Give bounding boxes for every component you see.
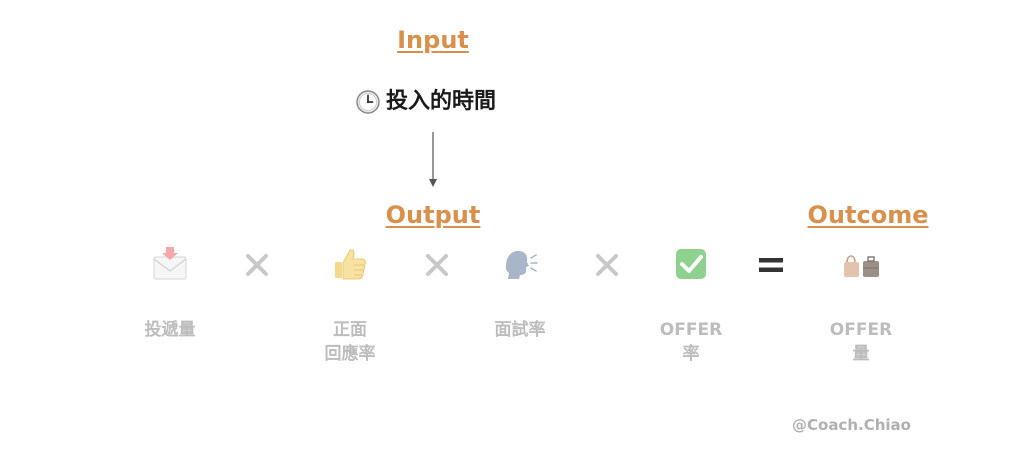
equals-icon xyxy=(759,258,783,272)
inbox-envelope-icon xyxy=(153,247,187,280)
metric-interview-rate: 面試率 xyxy=(460,244,580,342)
metric-label-line: 面試率 xyxy=(494,320,546,340)
metric-label: OFFER 率 xyxy=(660,318,722,366)
input-time: 投入的時間 xyxy=(356,90,496,114)
input-time-label: 投入的時間 xyxy=(386,89,497,114)
check-mark-icon xyxy=(676,249,706,279)
metric-label: 投遞量 xyxy=(145,318,196,342)
speaking-head-icon xyxy=(506,250,538,279)
metric-positive-response-rate: 正面 回應率 xyxy=(290,244,410,366)
metric-submissions: 投遞量 xyxy=(110,244,230,342)
output-heading: Output xyxy=(385,201,481,229)
input-heading: Input xyxy=(397,26,469,54)
multiply-icon xyxy=(426,254,448,276)
thumbs-up-icon xyxy=(335,249,366,280)
metric-offer-count: OFFER 量 xyxy=(801,244,921,366)
multiply-icon xyxy=(246,254,268,276)
metric-label: 正面 回應率 xyxy=(325,318,376,366)
multiply-icon xyxy=(596,254,618,276)
metric-label-line: OFFER xyxy=(659,320,723,340)
metric-offer-rate: OFFER 率 xyxy=(631,244,751,366)
metric-label-line: OFFER xyxy=(829,320,893,340)
handbag-briefcase-icon xyxy=(844,255,879,277)
metric-label: OFFER 量 xyxy=(830,318,892,366)
author-credit: @Coach.Chiao xyxy=(792,416,911,434)
outcome-heading: Outcome xyxy=(807,201,929,229)
metric-label-line: 正面 xyxy=(333,320,367,340)
metric-label-line: 率 xyxy=(682,344,700,364)
clock-icon xyxy=(356,90,380,114)
metric-label-line: 回應率 xyxy=(324,344,376,364)
metric-label-line: 投遞量 xyxy=(144,320,196,340)
down-arrow-icon xyxy=(429,132,437,187)
metric-label: 面試率 xyxy=(495,318,546,342)
metric-label-line: 量 xyxy=(852,344,870,364)
